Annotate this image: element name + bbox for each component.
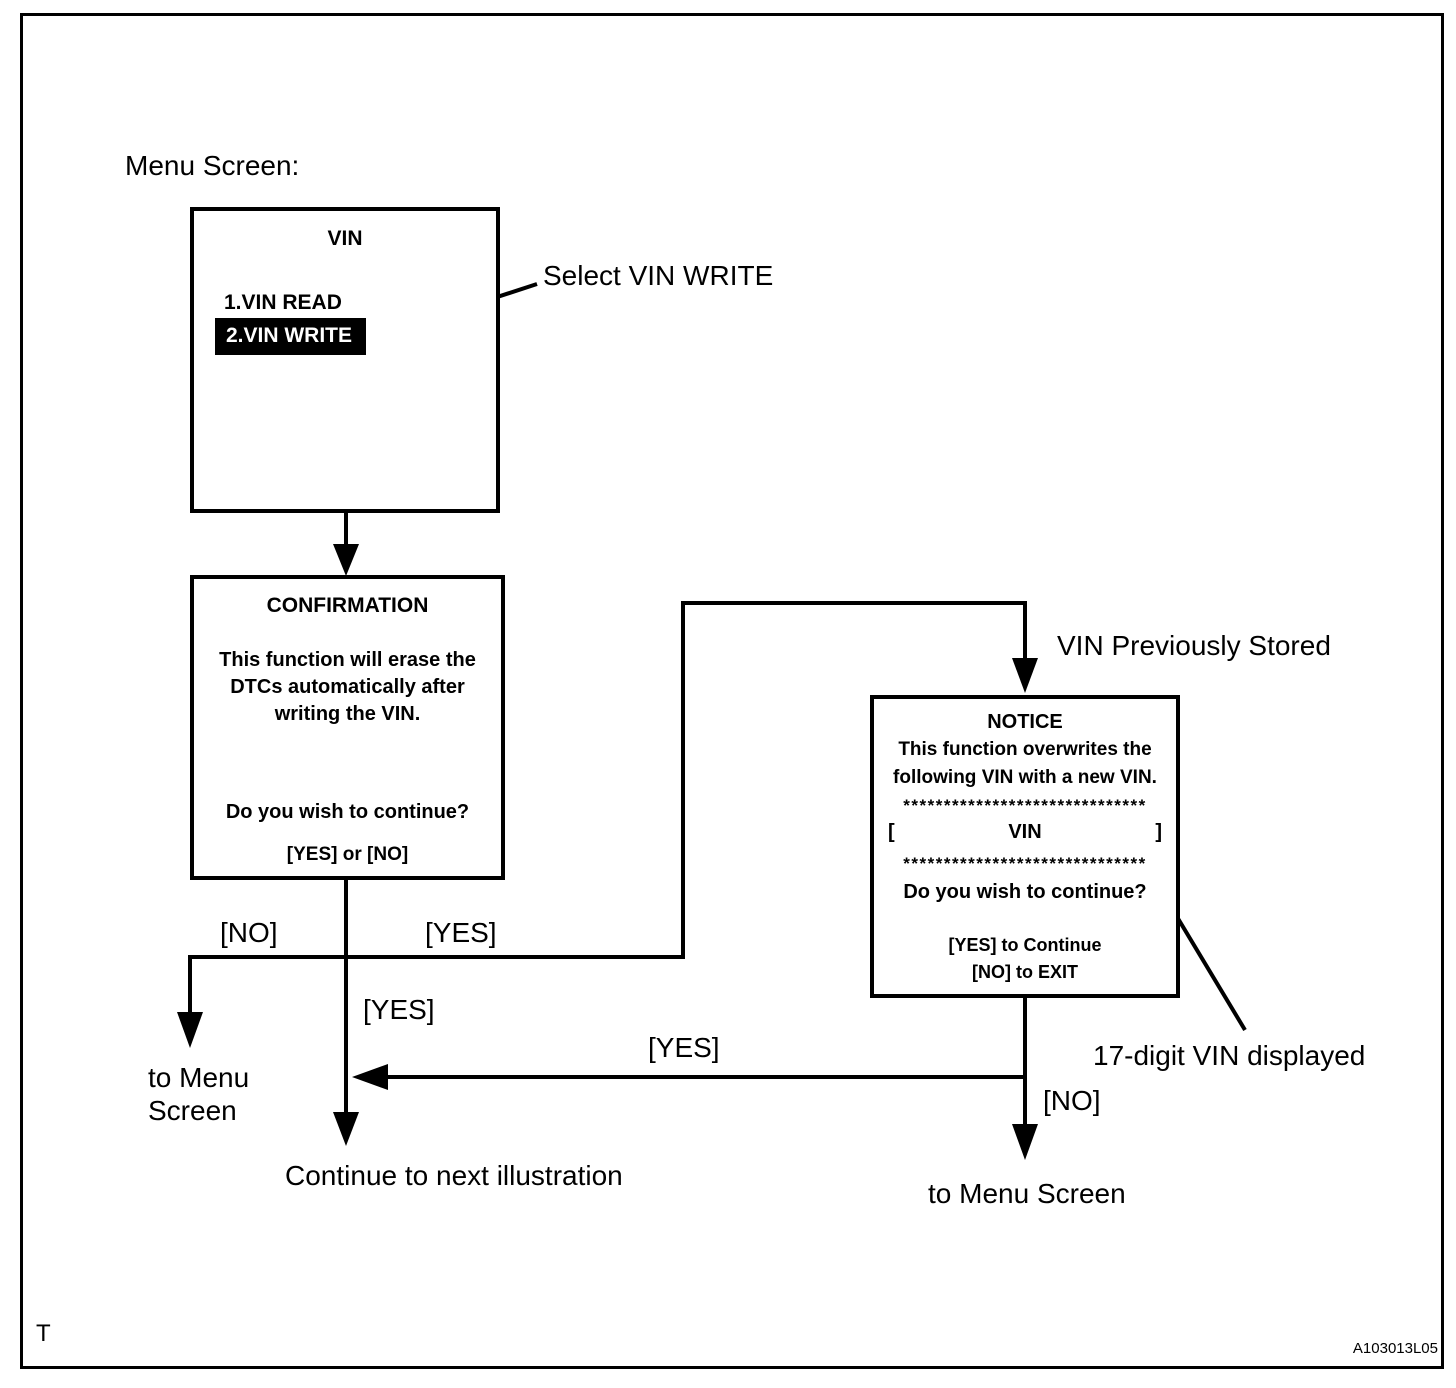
notice-asterisk-row-top: ****************************** [903,796,1147,815]
confirmation-question: Do you wish to continue? [225,801,470,823]
branch-label-no-left: [NO] [220,917,278,948]
notice-asterisk-row-bottom: ****************************** [903,854,1147,873]
terminal-continue-next: Continue to next illustration [285,1160,623,1191]
confirmation-options: [YES] or [NO] [286,844,409,865]
vin-bracket-open: [ [888,821,895,843]
vin-placeholder: VIN [1008,821,1042,843]
page-marker: T [36,1320,51,1347]
branch-label-yes-right: [YES] [425,917,497,948]
confirmation-body-line1: This function will erase the [219,649,476,671]
notice-yes-instruction: [YES] to Continue [948,935,1102,955]
vin-bracket-close: ] [1155,821,1162,843]
notice-body-line1: This function overwrites the [898,739,1152,760]
menu-item-vin-read: 1.VIN READ [224,291,342,314]
menu-screen-heading: Menu Screen: [125,150,300,181]
confirmation-body-line2: DTCs automatically after [230,676,465,698]
branch-label-no-notice: [NO] [1043,1085,1101,1116]
terminal-to-menu-line1: to Menu [148,1062,250,1093]
menu-item-vin-write-selected: 2.VIN WRITE [215,318,367,355]
branch-label-yes-down: [YES] [363,994,435,1025]
vin-previously-stored-callout: VIN Previously Stored [1057,630,1331,661]
notice-no-instruction: [NO] to EXIT [972,962,1078,982]
notice-question: Do you wish to continue? [903,881,1147,903]
confirmation-screen-box: CONFIRMATION This function will erase th… [190,575,505,880]
confirmation-title: CONFIRMATION [266,594,429,617]
notice-body-line2: following VIN with a new VIN. [893,767,1157,788]
seventeen-digit-vin-callout: 17-digit VIN displayed [1093,1040,1366,1071]
page-border [20,13,1444,1369]
figure-code: A103013L05 [1352,1340,1438,1357]
terminal-to-menu-line2: Screen [148,1095,237,1126]
notice-vin-row: [ VIN ] [874,819,1176,846]
select-vin-write-callout: Select VIN WRITE [543,260,774,291]
notice-title: NOTICE [987,711,1063,733]
vin-menu-screen-box: VIN 1.VIN READ 2.VIN WRITE [190,207,500,513]
confirmation-body-line3: writing the VIN. [274,703,421,725]
branch-label-yes-return: [YES] [648,1032,720,1063]
notice-screen-box: NOTICE This function overwrites the foll… [870,695,1180,998]
vin-menu-title: VIN [327,227,363,250]
terminal-to-menu-screen-right: to Menu Screen [928,1178,1126,1209]
